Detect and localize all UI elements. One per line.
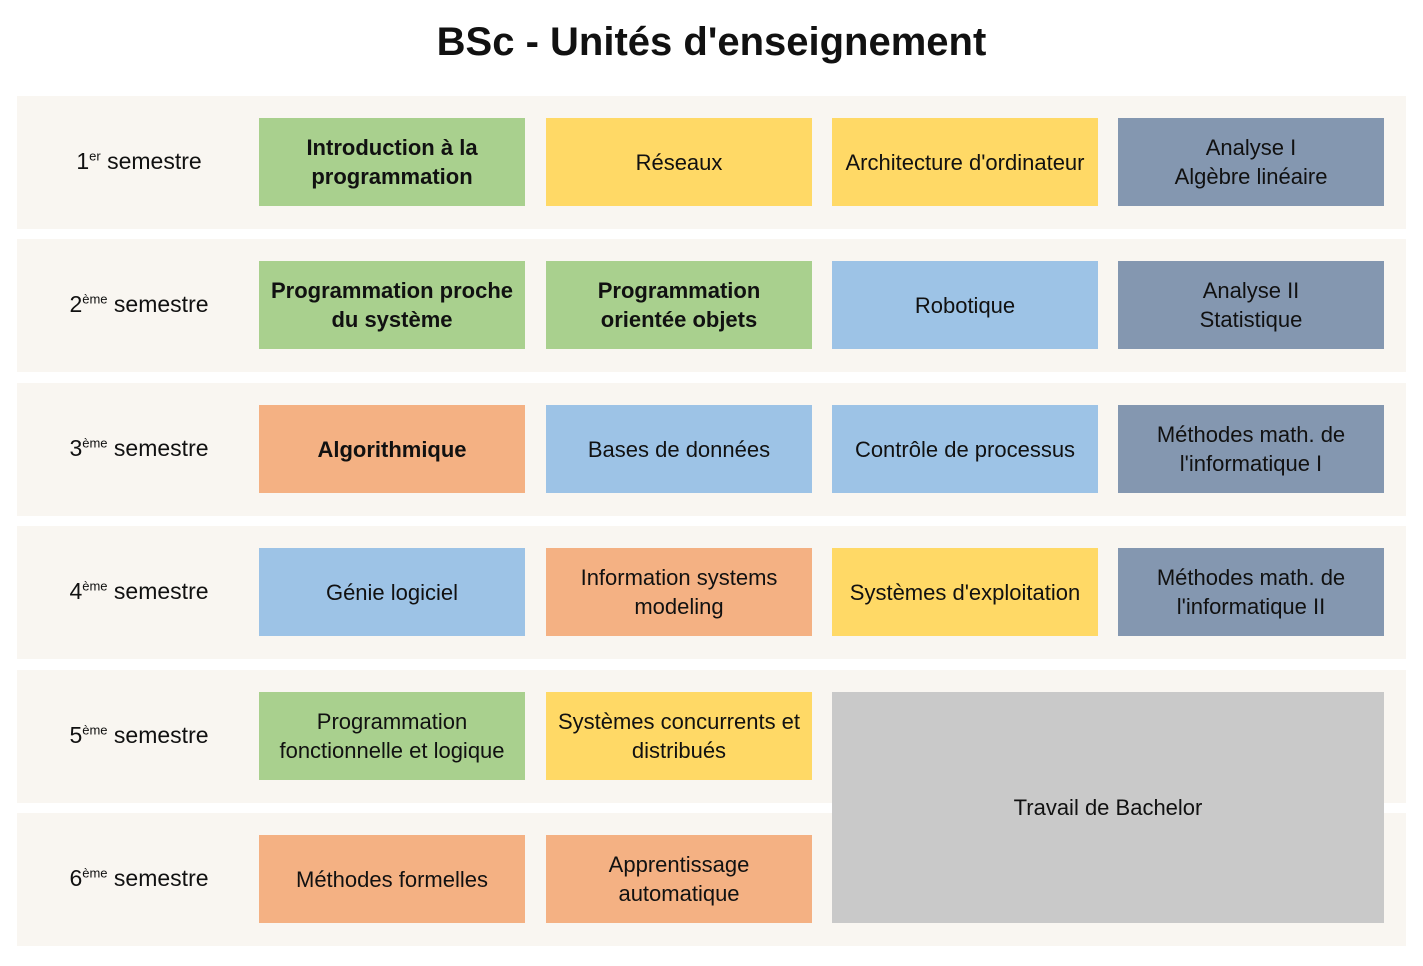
course-cell: Apprentissage automatique xyxy=(546,835,812,923)
course-cell: Analyse I Algèbre linéaire xyxy=(1118,118,1384,206)
course-cell: Programmation orientée objets xyxy=(546,261,812,349)
course-cell: Analyse II Statistique xyxy=(1118,261,1384,349)
course-cell: Systèmes concurrents et distribués xyxy=(546,692,812,780)
semester-text: semestre xyxy=(107,865,209,891)
semester-ordinal: ème xyxy=(82,865,108,881)
course-cell: Information systems modeling xyxy=(546,548,812,636)
course-travail-de-bachelor: Travail de Bachelor xyxy=(832,692,1384,923)
semester-number: 3 xyxy=(69,435,83,461)
semester-text: semestre xyxy=(107,722,209,748)
semester-ordinal: er xyxy=(89,148,101,164)
course-cell: Méthodes formelles xyxy=(259,835,525,923)
course-cell: Programmation fonctionnelle et logique xyxy=(259,692,525,780)
course-cell: Algorithmique xyxy=(259,405,525,493)
semester-ordinal: ème xyxy=(82,435,108,451)
page-title: BSc - Unités d'enseignement xyxy=(436,20,987,64)
semester-number: 2 xyxy=(69,291,83,317)
course-cell: Architecture d'ordinateur xyxy=(832,118,1098,206)
semester-ordinal: ème xyxy=(82,578,108,594)
semester-text: semestre xyxy=(107,291,209,317)
semester-ordinal: ème xyxy=(82,291,108,307)
semester-text: semestre xyxy=(107,578,209,604)
semester-label: 5ème semestre xyxy=(17,722,261,749)
semester-label: 4ème semestre xyxy=(17,578,261,605)
semester-number: 5 xyxy=(69,722,83,748)
course-cell: Réseaux xyxy=(546,118,812,206)
semester-label: 1er semestre xyxy=(17,148,261,175)
course-cell: Méthodes math. de l'informatique I xyxy=(1118,405,1384,493)
semester-label: 6ème semestre xyxy=(17,865,261,892)
semester-label: 2ème semestre xyxy=(17,291,261,318)
course-cell: Bases de données xyxy=(546,405,812,493)
course-cell: Génie logiciel xyxy=(259,548,525,636)
course-cell: Méthodes math. de l'informatique II xyxy=(1118,548,1384,636)
semester-text: semestre xyxy=(107,435,209,461)
semester-label: 3ème semestre xyxy=(17,435,261,462)
course-cell: Systèmes d'exploitation xyxy=(832,548,1098,636)
semester-number: 6 xyxy=(69,865,83,891)
semester-text: semestre xyxy=(100,148,202,174)
course-cell: Robotique xyxy=(832,261,1098,349)
course-cell: Introduction à la programmation xyxy=(259,118,525,206)
semester-number: 1 xyxy=(76,148,90,174)
course-cell: Contrôle de processus xyxy=(832,405,1098,493)
semester-ordinal: ème xyxy=(82,722,108,738)
semester-number: 4 xyxy=(69,578,83,604)
course-cell: Programmation proche du système xyxy=(259,261,525,349)
